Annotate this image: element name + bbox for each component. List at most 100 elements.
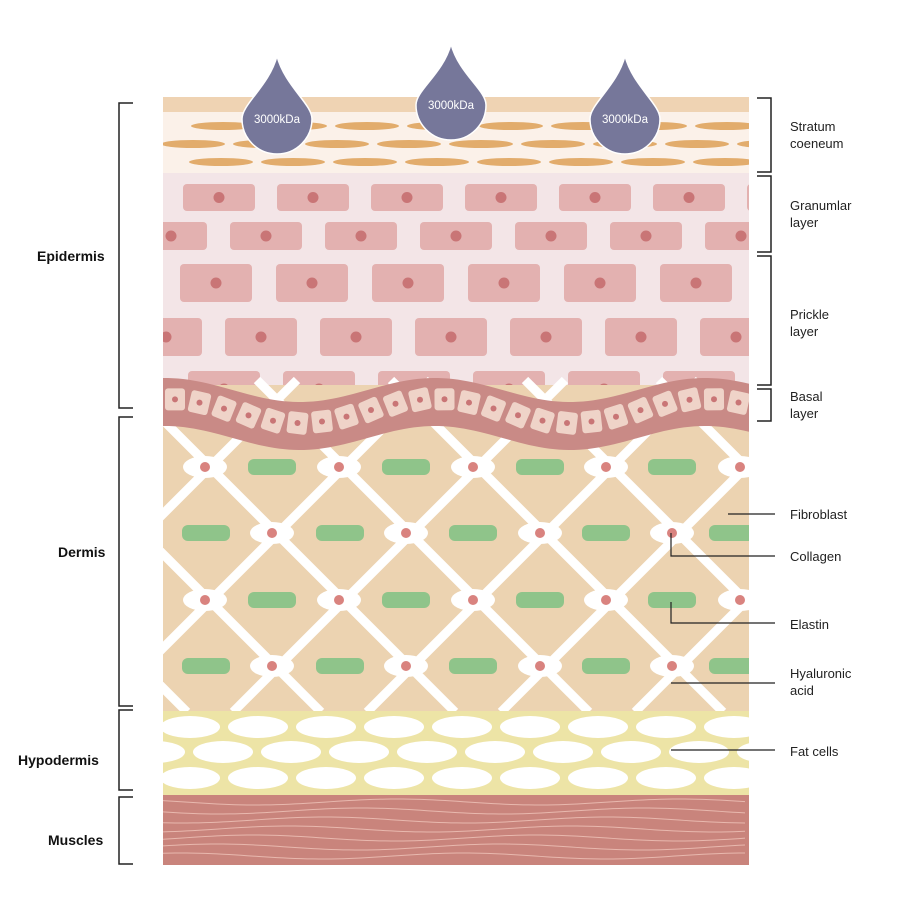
cell-nucleus — [495, 192, 507, 203]
keratin-oval — [693, 158, 749, 166]
fibroblast-nucleus — [735, 595, 745, 605]
fat-cell — [704, 767, 749, 789]
fat-cell — [568, 716, 628, 738]
basal-nucleus — [564, 419, 570, 426]
lattice-line — [903, 380, 908, 712]
granular-prickle-layer — [163, 173, 749, 403]
fibroblast-cell — [718, 589, 749, 611]
hyaluronic-drop-2: 3000kDa — [415, 41, 487, 141]
basal-cell — [750, 394, 777, 422]
basal-nucleus — [392, 400, 399, 407]
fibroblast-nucleus — [601, 595, 611, 605]
fat-cell — [296, 716, 356, 738]
basal-nucleus — [539, 417, 546, 424]
basal-nucleus — [735, 399, 742, 406]
label-fibroblast: Fibroblast — [790, 507, 848, 522]
hyaluronic-drop-3: 3000kDa — [589, 53, 661, 155]
cell-nucleus — [355, 230, 367, 242]
basal-nucleus — [490, 405, 497, 412]
fibroblast-nucleus — [200, 462, 210, 472]
collagen-fiber — [449, 658, 497, 674]
lattice-line — [0, 380, 29, 712]
label-hypodermis: Hypodermis — [18, 752, 99, 768]
lattice-line — [793, 380, 908, 712]
collagen-fiber — [516, 592, 564, 608]
basal-nucleus — [441, 396, 448, 403]
fat-cell — [500, 716, 560, 738]
cell-nucleus — [831, 231, 842, 242]
fat-cell — [329, 741, 389, 763]
muscle-fiber-line — [163, 843, 746, 851]
cell-nucleus — [210, 277, 222, 289]
fat-cell — [636, 767, 696, 789]
fat-cell — [568, 767, 628, 789]
cell-nucleus — [589, 192, 601, 203]
lattice-line — [769, 380, 908, 712]
drop-icon — [589, 53, 661, 155]
keratin-oval — [665, 140, 729, 148]
fat-cell — [533, 741, 593, 763]
keratin-oval — [479, 122, 543, 130]
fat-cell — [228, 716, 288, 738]
fibroblast-nucleus — [468, 462, 478, 472]
fibroblast-nucleus — [601, 462, 611, 472]
keratin-oval — [737, 140, 749, 148]
keratin-oval — [405, 158, 469, 166]
keratinocyte-cell — [163, 222, 207, 250]
collagen-fiber — [316, 525, 364, 541]
layers-group — [0, 97, 908, 865]
fibroblast-nucleus — [334, 595, 344, 605]
collagen-fiber — [648, 459, 696, 475]
basal-nucleus — [515, 412, 521, 419]
cell-nucleus — [450, 230, 462, 242]
keratin-oval — [305, 140, 369, 148]
bracket — [757, 255, 772, 386]
cell-nucleus — [306, 277, 318, 289]
collagen-fiber — [582, 525, 630, 541]
label-dermis: Dermis — [58, 544, 106, 560]
basal-nucleus — [221, 405, 227, 412]
basal-nucleus — [466, 399, 472, 406]
fibroblast-nucleus — [401, 661, 411, 671]
fat-cell — [296, 767, 356, 789]
muscle-fiber-line — [163, 834, 746, 842]
drop-label: 3000kDa — [254, 114, 301, 126]
cell-nucleus — [787, 278, 798, 289]
collagen-fiber — [516, 459, 564, 475]
fibroblast-nucleus — [535, 528, 545, 538]
collagen-fiber — [709, 658, 749, 674]
collagen-fiber — [648, 592, 696, 608]
basal-nucleus — [196, 399, 203, 406]
cell-nucleus — [163, 331, 172, 343]
cell-nucleus — [350, 331, 362, 343]
keratin-oval — [621, 158, 685, 166]
fat-cell — [669, 741, 729, 763]
keratinocyte-cell — [747, 184, 749, 211]
basal-nucleus — [613, 413, 619, 420]
cell-nucleus — [640, 230, 652, 242]
keratin-oval — [449, 140, 513, 148]
fibroblast-nucleus — [535, 661, 545, 671]
fat-cell — [397, 741, 457, 763]
basal-nucleus — [172, 396, 178, 403]
fat-cell — [432, 716, 492, 738]
cell-nucleus — [778, 192, 789, 203]
keratin-oval — [477, 158, 541, 166]
basal-nucleus — [686, 396, 693, 403]
basal-nucleus — [662, 400, 668, 407]
basal-layer-band — [163, 378, 749, 450]
cell-nucleus — [730, 331, 742, 343]
basal-nucleus — [711, 396, 717, 403]
fat-cell — [364, 767, 424, 789]
cell-nucleus — [545, 230, 557, 242]
keratin-oval — [163, 140, 225, 148]
label-epidermis: Epidermis — [37, 248, 105, 264]
basal-nucleus — [588, 418, 595, 425]
cell-nucleus — [683, 192, 695, 203]
cell-nucleus — [165, 230, 177, 242]
label-basal-layer: Basal layer — [790, 389, 823, 421]
keratin-oval — [695, 122, 749, 130]
bracket — [118, 796, 133, 865]
keratin-oval — [377, 140, 441, 148]
